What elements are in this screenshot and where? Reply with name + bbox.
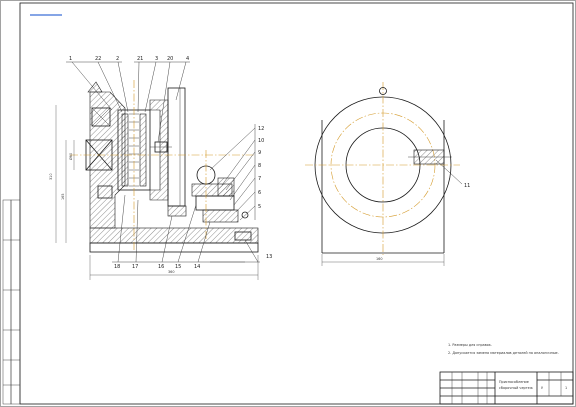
callout-9: 9 — [258, 150, 261, 156]
callout-7: 7 — [258, 176, 261, 182]
housing-wall — [89, 91, 126, 229]
callout-21: 21 — [137, 56, 143, 62]
title-sheets: 1 — [565, 386, 567, 390]
callout-3: 3 — [155, 56, 158, 62]
title-line-2: сборочный чертеж — [499, 386, 533, 390]
callout-16: 16 — [158, 264, 164, 270]
callout-18: 18 — [114, 264, 120, 270]
callouts-top: 1 22 2 21 3 20 4 — [66, 56, 190, 143]
callouts-bottom: 18 17 16 15 14 13 — [112, 194, 272, 270]
title-letter: У — [541, 386, 544, 390]
callout-15: 15 — [175, 264, 181, 270]
side-view: 11 160 — [305, 82, 470, 266]
section-view: 310 165 Ø60 360 — [49, 80, 259, 280]
callout-14: 14 — [194, 264, 200, 270]
svg-text:Ø60: Ø60 — [68, 153, 73, 160]
callout-11: 11 — [464, 183, 470, 189]
callout-4: 4 — [186, 56, 189, 62]
base-plate — [89, 227, 259, 244]
callout-13: 13 — [266, 254, 272, 260]
callout-8: 8 — [258, 163, 261, 169]
svg-text:360: 360 — [168, 270, 174, 274]
callouts-right: 12 10 9 8 7 6 5 — [209, 124, 264, 221]
note-2: 2. Допускается замена материалов деталей… — [448, 351, 559, 355]
callout-12: 12 — [258, 126, 264, 132]
callout-5: 5 — [258, 204, 261, 210]
callout-20: 20 — [167, 56, 173, 62]
notes: 1. Размеры для справок. 2. Допускается з… — [448, 343, 559, 355]
title-block: Приспособление сборочный чертеж У 1 — [439, 371, 574, 405]
callout-17: 17 — [132, 264, 138, 270]
title-line-1: Приспособление — [499, 380, 529, 384]
margin-strip — [2, 199, 21, 405]
callout-2: 2 — [116, 56, 119, 62]
svg-text:165: 165 — [61, 194, 65, 200]
callout-1: 1 — [69, 56, 72, 62]
svg-text:160: 160 — [376, 257, 382, 261]
callout-6: 6 — [258, 190, 261, 196]
note-1: 1. Размеры для справок. — [448, 343, 492, 347]
svg-text:310: 310 — [49, 174, 53, 180]
callout-22: 22 — [95, 56, 101, 62]
callout-10: 10 — [258, 138, 264, 144]
